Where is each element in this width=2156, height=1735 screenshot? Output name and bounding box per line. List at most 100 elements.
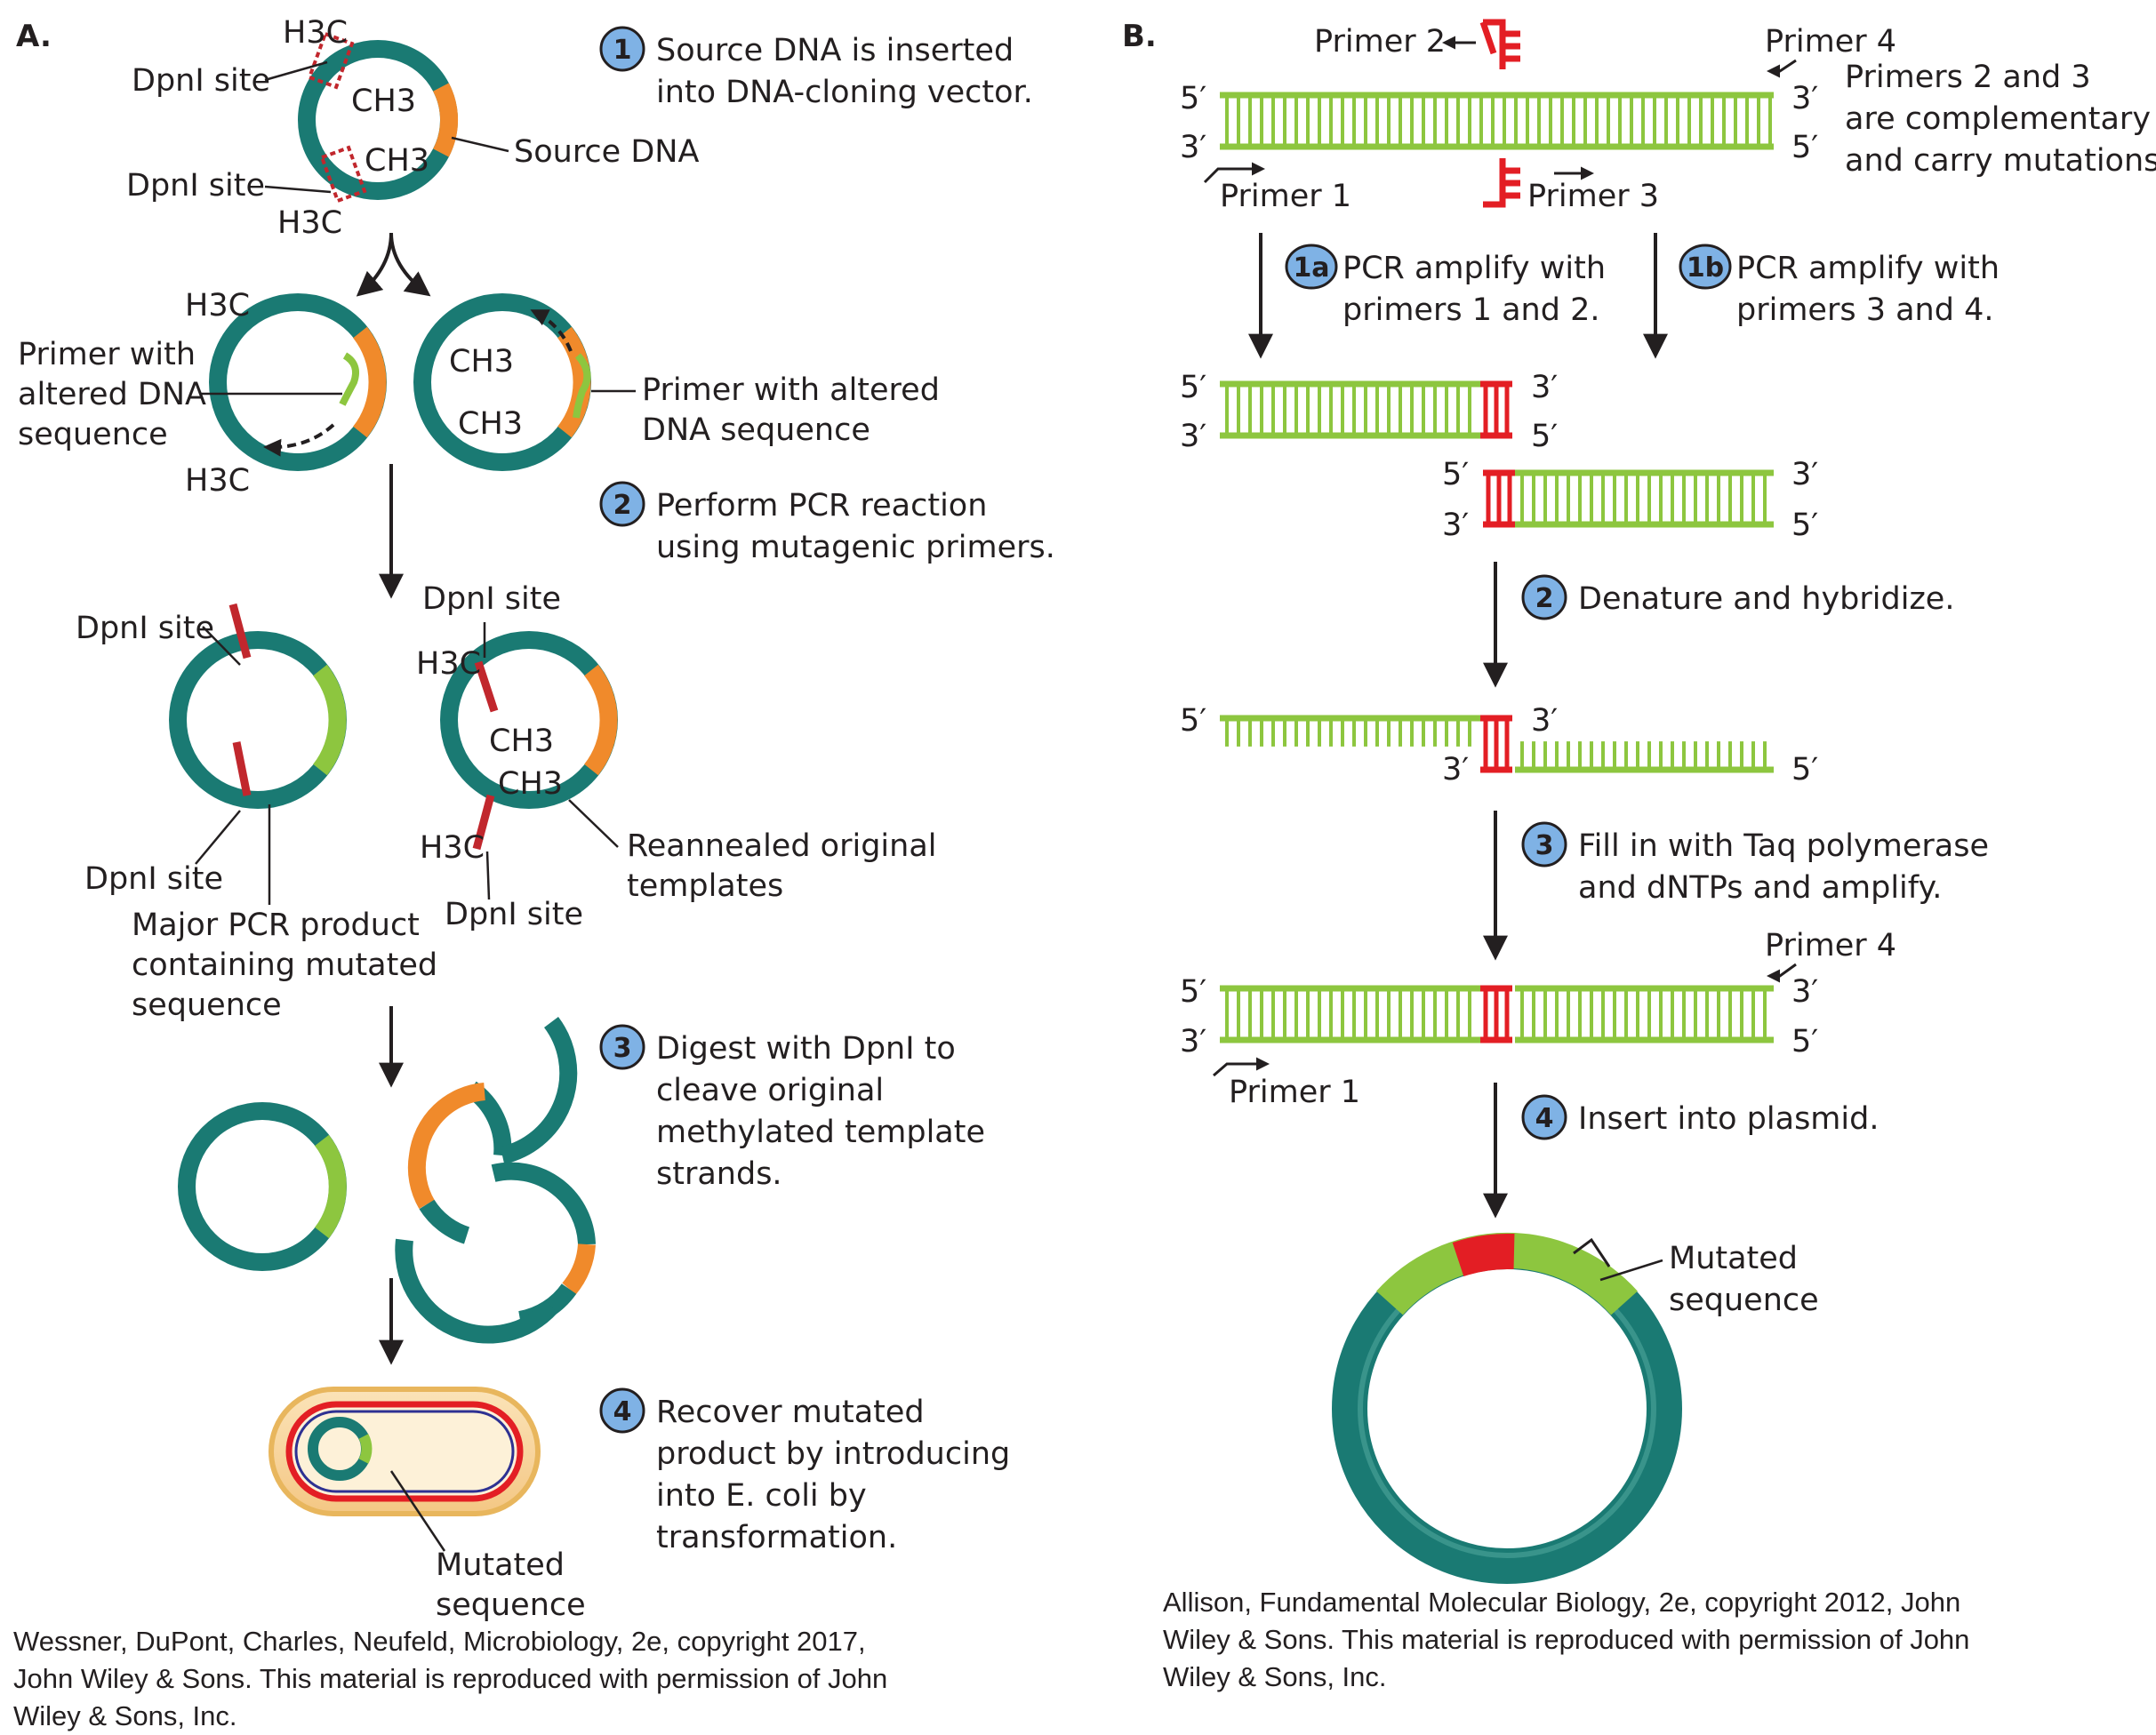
mutated-sequence-label-b: Mutated sequence [1669,1241,1819,1318]
step-b-1b: 1b PCR amplify with primers 3 and 4. [1679,244,2000,328]
five-prime-1b: 5′ [1442,457,1469,492]
svg-text:and dNTPs and amplify.: and dNTPs and amplify. [1578,870,1942,906]
three-prime-hyb: 3′ [1531,703,1558,739]
svg-text:using mutagenic primers.: using mutagenic primers. [656,530,1055,565]
svg-text:product by introducing: product by introducing [656,1436,1010,1472]
five-prime-top-left: 5′ [1180,81,1206,116]
step-a-4: 4 Recover mutated product by introducing… [599,1387,1010,1555]
five-prime-top-right: 5′ [1791,130,1818,165]
svg-text:Primer with altered: Primer with altered [642,372,940,408]
three-prime-1a: 3′ [1180,419,1206,454]
svg-text:cleave original: cleave original [656,1073,884,1108]
e-coli-cell [268,1387,541,1516]
pcr-plasmid-left [209,293,387,471]
svg-text:sequence: sequence [18,417,168,452]
five-prime-hyb: 5′ [1180,703,1206,739]
panel-a-label: A. [16,19,52,54]
svg-text:Perform PCR reaction: Perform PCR reaction [656,488,987,524]
three-prime-final-right: 3′ [1791,974,1818,1010]
step-b-2: 2 Denature and hybridize. [1521,574,1954,620]
svg-text:strands.: strands. [656,1156,782,1192]
five-prime-1b-right: 5′ [1791,508,1818,543]
dpni-site-label-2: DpnI site [126,168,265,204]
primer-1-label: Primer 1 [1220,179,1351,214]
svg-text:Reannealed original: Reannealed original [627,828,937,864]
h3c-label-3: H3C [185,288,250,324]
primer-1-label-final: Primer 1 [1229,1075,1360,1110]
digested-fragments [395,1016,596,1344]
credit-panel-b: Allison, Fundamental Molecular Biology, … [1163,1587,1970,1692]
h3c-label-1: H3C [283,15,348,51]
mutated-plasmid [169,603,347,809]
svg-text:Mutated: Mutated [1669,1241,1798,1276]
credit-panel-a: Wessner, DuPont, Charles, Neufeld, Micro… [13,1626,888,1731]
svg-text:sequence: sequence [132,987,282,1023]
three-prime-1b-right: 3′ [1791,457,1818,492]
major-pcr-product-label: Major PCR product containing mutated seq… [132,907,437,1023]
svg-text:Source DNA is inserted: Source DNA is inserted [656,33,1014,68]
five-prime-final-right: 5′ [1791,1024,1818,1059]
duplex-final [1220,985,1774,1043]
five-prime-1a: 5′ [1180,370,1206,405]
h3c-label-4: H3C [185,463,250,499]
five-prime-1a-right: 5′ [1531,419,1558,454]
dpni-site-marker-bottom [319,145,367,204]
svg-text:Fill in with Taq polymerase: Fill in with Taq polymerase [1578,828,1989,864]
three-prime-top-left: 3′ [1180,130,1206,165]
svg-text:3: 3 [613,1033,632,1064]
dpni-site-label-5: DpnI site [422,581,561,617]
step-b-1a: 1a PCR amplify with primers 1 and 2. [1285,244,1606,328]
svg-text:templates: templates [627,868,783,904]
svg-text:containing mutated: containing mutated [132,947,437,983]
ch3-label-4: CH3 [458,406,523,442]
duplex-initial [1220,92,1774,150]
svg-text:4: 4 [1535,1103,1554,1134]
svg-text:DNA sequence: DNA sequence [642,412,870,448]
three-prime-1b: 3′ [1442,508,1469,543]
primer-altered-left-label: Primer with altered DNA sequence [18,337,206,452]
svg-text:Mutated: Mutated [436,1547,565,1583]
svg-text:sequence: sequence [436,1587,586,1623]
svg-text:Denature and hybridize.: Denature and hybridize. [1578,581,1954,617]
duplex-hybridized [1220,715,1774,773]
h3c-label-6: H3C [420,830,485,866]
ch3-label-5: CH3 [489,724,554,759]
primer-altered-right-label: Primer with altered DNA sequence [642,372,940,448]
three-prime-hyb-2: 3′ [1442,752,1469,788]
svg-text:1b: 1b [1687,252,1724,284]
pcr-plasmid-right [413,293,591,471]
three-prime-1a-right: 3′ [1531,370,1558,405]
svg-text:primers 3 and 4.: primers 3 and 4. [1736,292,1993,328]
reannealed-templates-label: Reannealed original templates [627,828,937,904]
duplex-1a-product [1220,380,1512,439]
original-template-plasmid [440,631,618,851]
ch3-label-3: CH3 [449,344,514,380]
svg-text:1: 1 [613,35,632,66]
source-plasmid [298,31,458,204]
svg-text:2: 2 [1535,583,1554,614]
svg-text:are complementary: are complementary [1845,101,2151,137]
primer-3-label: Primer 3 [1527,179,1659,214]
final-plasmid [1332,1233,1682,1584]
duplex-1b-product [1483,469,1774,528]
primer-4-label-final: Primer 4 [1765,928,1896,963]
mutated-sequence-label-a: Mutated sequence [436,1547,586,1623]
source-dna-label: Source DNA [514,134,699,170]
ch3-label-6: CH3 [498,766,563,802]
intact-mutated-plasmid [178,1102,347,1271]
svg-text:Primer with: Primer with [18,337,196,372]
svg-text:primers 1 and 2.: primers 1 and 2. [1342,292,1599,328]
svg-text:and carry mutations.: and carry mutations. [1845,143,2156,179]
svg-text:3: 3 [1535,830,1554,861]
step-b-4: 4 Insert into plasmid. [1521,1094,1879,1140]
svg-text:PCR amplify with: PCR amplify with [1342,251,1606,286]
svg-text:into DNA-cloning vector.: into DNA-cloning vector. [656,75,1033,110]
dpni-site-label-4: DpnI site [84,861,223,897]
step-a-1: 1 Source DNA is inserted into DNA-clonin… [599,26,1033,110]
svg-text:2: 2 [613,490,632,521]
primer-2-mark [1479,19,1520,69]
svg-text:Major PCR product: Major PCR product [132,907,420,943]
h3c-label-5: H3C [416,646,481,682]
panel-b: B. 5′ 3′ 3′ 5′ Primer 2 Primer 4 Primer … [1122,19,2156,1584]
